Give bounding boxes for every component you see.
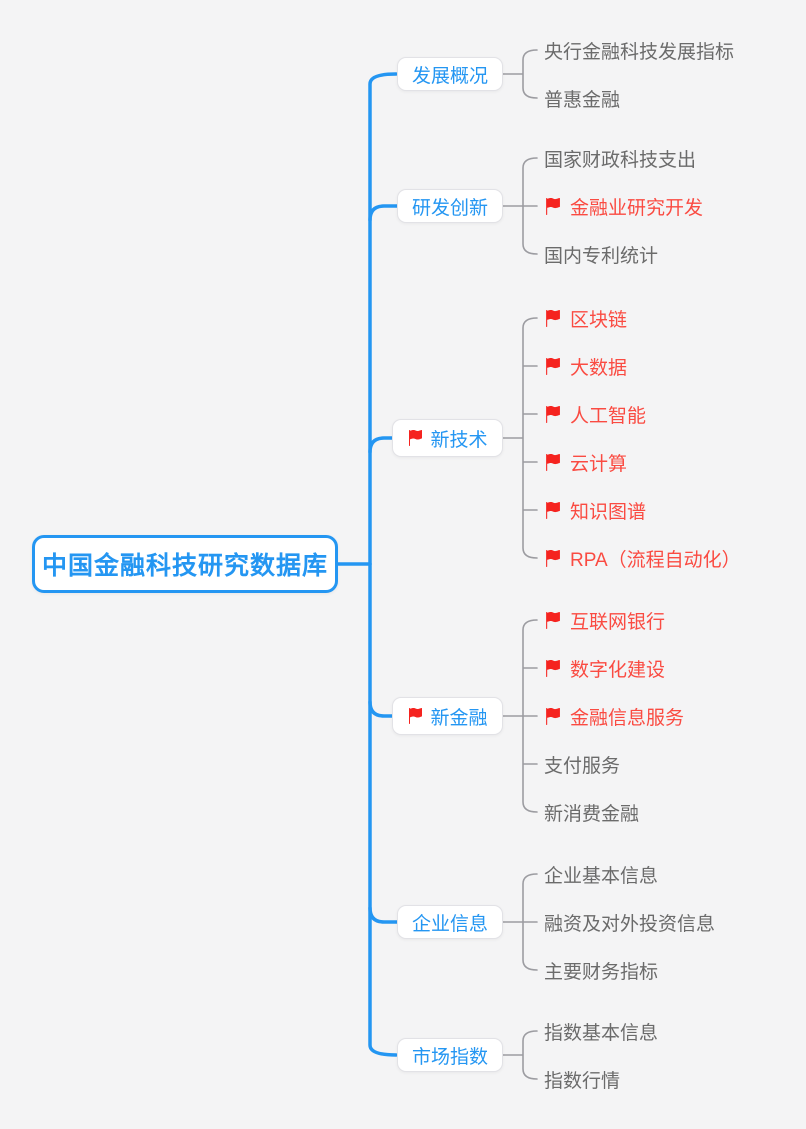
leaf-label: 企业基本信息 bbox=[544, 865, 659, 887]
flag-icon bbox=[544, 453, 561, 471]
leaf-node[interactable]: 云计算 bbox=[544, 445, 627, 479]
leaf-node[interactable]: 金融业研究开发 bbox=[544, 189, 703, 223]
branch-label: 市场指数 bbox=[411, 1046, 488, 1068]
leaf-node[interactable]: 知识图谱 bbox=[544, 493, 646, 527]
leaf-node[interactable]: RPA（流程自动化） bbox=[544, 541, 741, 575]
flag-icon bbox=[407, 708, 423, 724]
flag-icon bbox=[407, 430, 423, 446]
leaf-label: 新消费金融 bbox=[544, 803, 640, 825]
leaf-node[interactable]: 国家财政科技支出 bbox=[544, 141, 696, 175]
leaf-label: 区块链 bbox=[570, 309, 628, 331]
leaf-label: 互联网银行 bbox=[570, 611, 666, 633]
leaf-label: 普惠金融 bbox=[544, 89, 621, 111]
leaf-label: 人工智能 bbox=[570, 405, 647, 427]
leaf-label: 支付服务 bbox=[544, 755, 621, 777]
flag-icon bbox=[544, 659, 561, 677]
flag-icon bbox=[544, 357, 561, 375]
branch-label: 发展概况 bbox=[411, 65, 488, 87]
leaf-node[interactable]: 区块链 bbox=[544, 301, 627, 335]
leaf-node[interactable]: 新消费金融 bbox=[544, 795, 639, 829]
branch-new-finance[interactable]: 新金融 bbox=[392, 697, 503, 735]
leaf-label: 知识图谱 bbox=[570, 501, 647, 523]
root-label: 中国金融科技研究数据库 bbox=[41, 553, 328, 580]
leaf-node[interactable]: 指数行情 bbox=[544, 1062, 620, 1096]
leaf-node[interactable]: 人工智能 bbox=[544, 397, 646, 431]
leaf-node[interactable]: 指数基本信息 bbox=[544, 1014, 658, 1048]
branch-enterprise-info[interactable]: 企业信息 bbox=[397, 905, 503, 939]
branch-label: 新金融 bbox=[430, 707, 488, 729]
leaf-label: 数字化建设 bbox=[570, 659, 666, 681]
flag-icon bbox=[544, 501, 561, 519]
flag-icon bbox=[544, 707, 561, 725]
branch-label: 企业信息 bbox=[411, 913, 488, 935]
flag-icon bbox=[544, 549, 561, 567]
leaf-label: 国家财政科技支出 bbox=[544, 149, 697, 171]
leaf-label: RPA（流程自动化） bbox=[570, 549, 741, 571]
leaf-label: 主要财务指标 bbox=[544, 961, 659, 983]
leaf-node[interactable]: 数字化建设 bbox=[544, 651, 665, 685]
branch-market-index[interactable]: 市场指数 bbox=[397, 1038, 503, 1072]
leaf-node[interactable]: 央行金融科技发展指标 bbox=[544, 33, 734, 67]
leaf-label: 大数据 bbox=[570, 357, 628, 379]
leaf-label: 云计算 bbox=[570, 453, 628, 475]
leaf-node[interactable]: 支付服务 bbox=[544, 747, 620, 781]
branch-development-overview[interactable]: 发展概况 bbox=[397, 57, 503, 91]
leaf-label: 指数行情 bbox=[544, 1070, 621, 1092]
root-node[interactable]: 中国金融科技研究数据库 bbox=[32, 535, 338, 593]
leaf-node[interactable]: 普惠金融 bbox=[544, 81, 620, 115]
leaf-node[interactable]: 国内专利统计 bbox=[544, 237, 658, 271]
leaf-node[interactable]: 大数据 bbox=[544, 349, 627, 383]
leaf-node[interactable]: 主要财务指标 bbox=[544, 953, 658, 987]
leaf-node[interactable]: 互联网银行 bbox=[544, 603, 665, 637]
flag-icon bbox=[544, 197, 561, 215]
branch-label: 研发创新 bbox=[411, 197, 488, 219]
leaf-label: 国内专利统计 bbox=[544, 245, 659, 267]
leaf-node[interactable]: 企业基本信息 bbox=[544, 857, 658, 891]
branch-label: 新技术 bbox=[430, 429, 488, 451]
leaf-label: 央行金融科技发展指标 bbox=[544, 41, 735, 63]
leaf-label: 指数基本信息 bbox=[544, 1022, 659, 1044]
flag-icon bbox=[544, 405, 561, 423]
branch-rd-innovation[interactable]: 研发创新 bbox=[397, 189, 503, 223]
leaf-node[interactable]: 金融信息服务 bbox=[544, 699, 684, 733]
leaf-node[interactable]: 融资及对外投资信息 bbox=[544, 905, 715, 939]
flag-icon bbox=[544, 611, 561, 629]
leaf-label: 金融业研究开发 bbox=[570, 197, 704, 219]
branch-new-technology[interactable]: 新技术 bbox=[392, 419, 503, 457]
flag-icon bbox=[544, 309, 561, 327]
leaf-label: 融资及对外投资信息 bbox=[544, 913, 716, 935]
leaf-label: 金融信息服务 bbox=[570, 707, 685, 729]
